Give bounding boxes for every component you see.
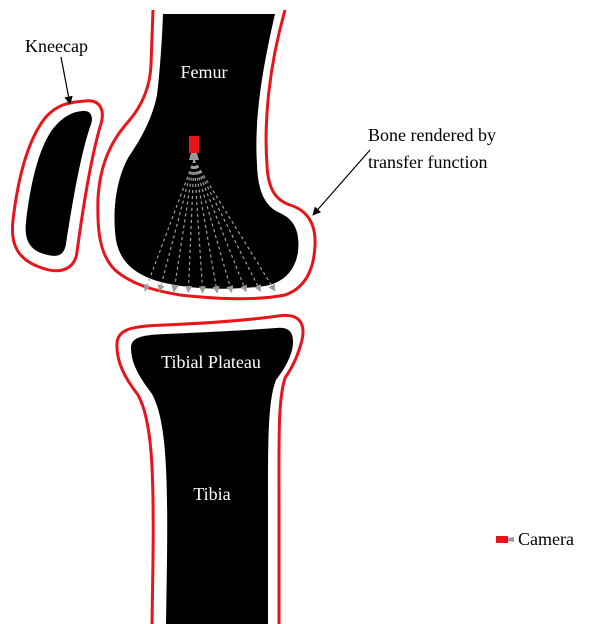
bone-rendered-label-line2: transfer function: [368, 152, 487, 172]
kneecap-pointer-arrow: [61, 57, 70, 104]
tibia-label: Tibia: [193, 484, 230, 504]
camera-legend: Camera: [496, 529, 574, 549]
femur-bone: [115, 14, 299, 289]
camera-legend-icon: [496, 536, 514, 543]
tibia-bone: [131, 328, 293, 624]
bone-rendered-label-line1: Bone rendered by: [368, 125, 496, 145]
bone-rendered-pointer-arrow: [313, 150, 370, 215]
camera-legend-label: Camera: [518, 529, 574, 549]
femur-label: Femur: [181, 62, 228, 82]
kneecap-label: Kneecap: [25, 36, 88, 56]
tibial-plateau-label: Tibial Plateau: [161, 352, 261, 372]
camera-icon: [189, 136, 199, 160]
